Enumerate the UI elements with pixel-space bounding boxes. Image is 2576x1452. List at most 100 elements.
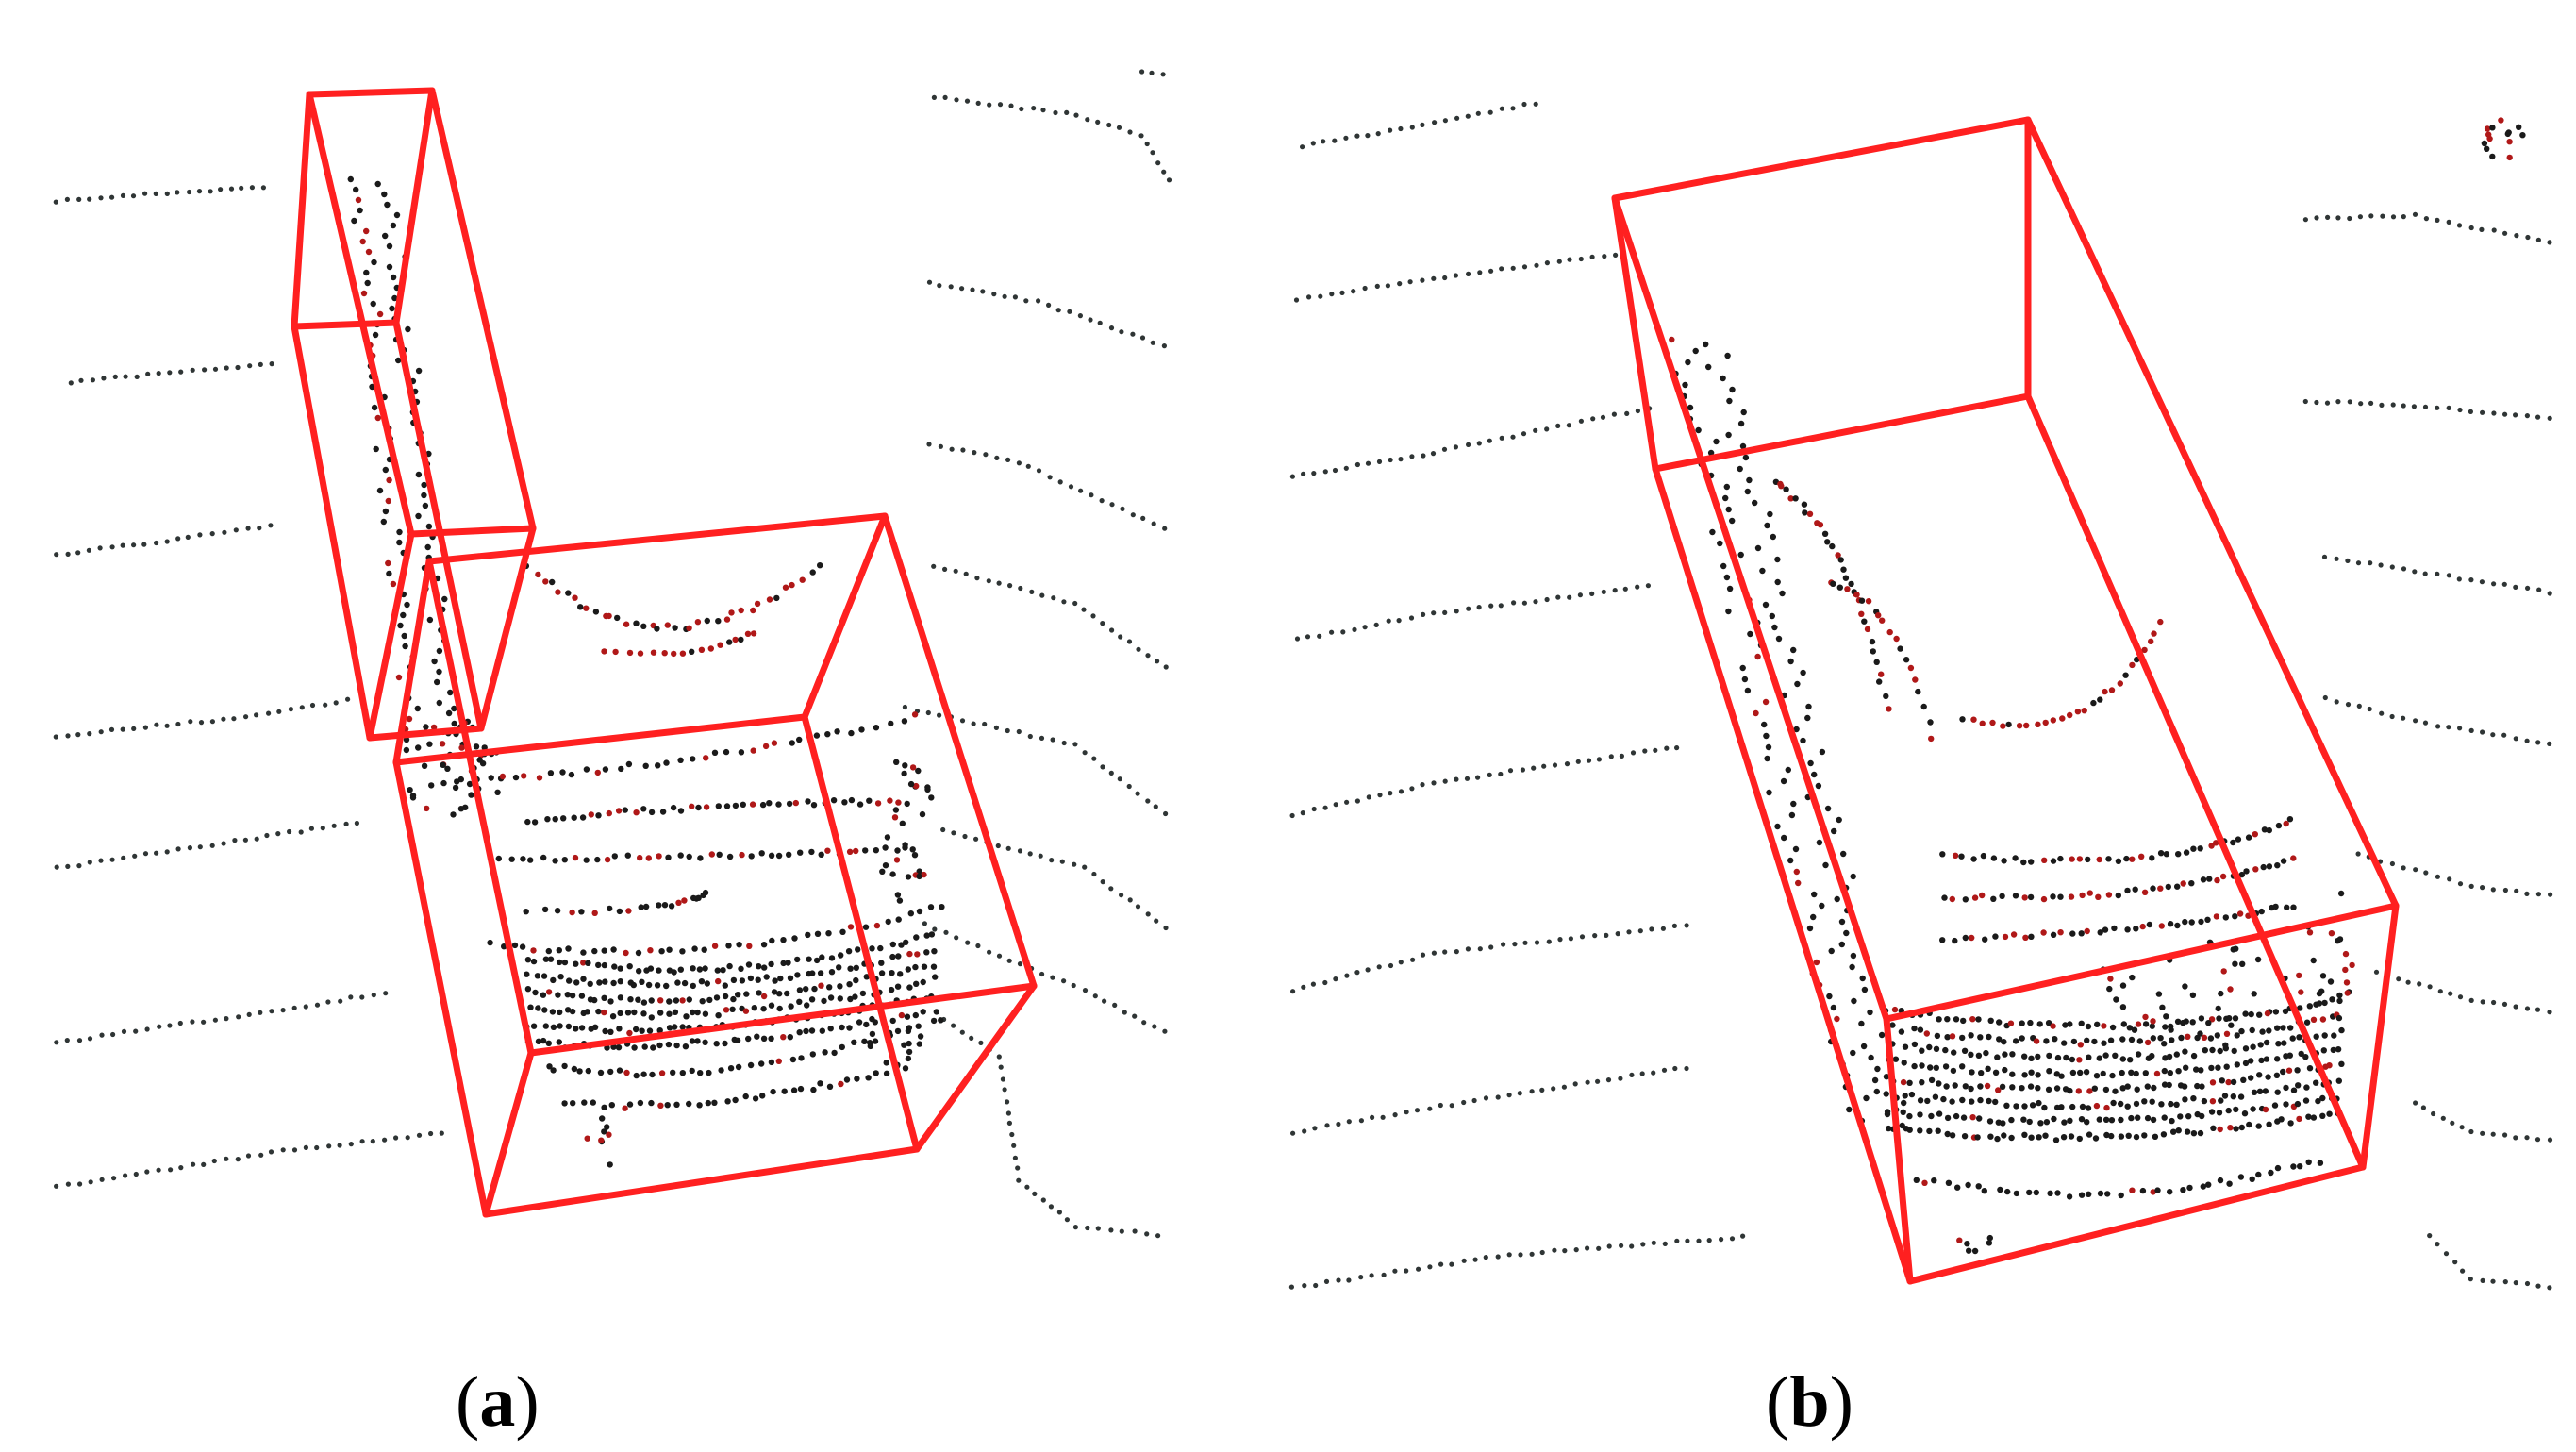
scan-point [133,1171,139,1177]
object-point [837,983,843,990]
object-point [939,904,945,910]
object-point [2052,1036,2058,1043]
object-point [701,946,707,953]
object-point [1763,732,1770,740]
scan-point [1685,1238,1690,1243]
object-point [2168,1026,2174,1033]
scan-point [1521,101,1527,108]
object-point [2316,1000,2323,1007]
scan-point [1618,1076,1623,1081]
object-point [928,931,936,938]
object-point [2294,1067,2301,1074]
scan-point [1333,976,1338,982]
object-point [766,800,773,807]
object-point [541,906,549,913]
object-point [771,740,778,746]
scan-point [2480,885,2485,891]
object-point [571,814,577,821]
object-point [2248,1010,2254,1018]
object-point [703,755,709,761]
object-point [720,967,726,974]
object-point [1945,1179,1953,1187]
object-point [601,1128,607,1135]
object-point [1778,483,1785,490]
scan-point [2422,404,2429,409]
object-point [1960,1114,1968,1121]
object-point [732,636,739,643]
scan-point [188,719,193,725]
scan-point [1095,119,1101,125]
object-point [2297,1163,2303,1170]
scan-point [88,1179,93,1185]
object-point [2084,927,2090,935]
object-point [434,678,440,686]
object-point [938,1017,944,1024]
scan-point [54,552,59,558]
scan-point [1564,761,1571,767]
object-point [2002,933,2009,941]
object-point [2077,1069,2084,1076]
scan-point [1289,474,1295,479]
scan-point [1006,958,1012,963]
box-b1-top-edge [1611,116,2032,202]
object-point [1964,1241,1970,1247]
object-point [2076,856,2084,862]
scan-point [1362,285,1368,292]
scan-point [333,700,339,706]
object-point [487,939,493,946]
object-point [2020,859,2027,866]
object-point [1971,1247,1979,1255]
object-point [2112,1052,2119,1060]
scan-point [343,821,349,827]
scan-point [2390,402,2396,408]
object-point [2078,930,2085,937]
object-point [1709,528,1716,536]
scan-point [926,279,933,285]
object-point [2040,895,2048,903]
object-point [396,539,403,546]
object-point [426,616,434,624]
object-point [2246,1121,2252,1128]
scan-point [1091,871,1097,877]
object-point [1889,1022,1896,1028]
object-point [2242,1045,2250,1052]
scan-point [275,831,281,837]
scan-point [1533,101,1538,107]
object-point [920,1009,926,1015]
object-point [2342,950,2350,958]
scan-point [1483,1255,1488,1260]
object-point [1874,1065,1881,1073]
object-point [722,982,728,989]
scan-point [2502,1132,2508,1138]
object-point [905,1055,912,1062]
object-point [2096,1055,2102,1061]
scan-point [1477,946,1483,952]
object-point [657,1010,664,1016]
object-point [1861,986,1869,993]
scan-point [1453,273,1458,278]
object-point [2180,1187,2186,1193]
scan-point [1421,611,1426,618]
object-point [524,957,532,963]
scan-point [1127,897,1133,903]
object-point [2149,1098,2155,1105]
object-point [373,445,379,453]
object-point [1994,1054,2001,1060]
scan-point [98,195,104,201]
object-point [2103,1104,2110,1111]
scan-point [1421,453,1426,459]
scan-point [2547,1285,2552,1291]
scan-point [153,191,158,196]
object-point [887,797,893,804]
object-point [626,962,633,970]
object-point [1817,522,1824,528]
object-point [1744,687,1752,694]
scan-point [1018,585,1023,592]
object-point [545,989,553,995]
object-point [771,989,778,995]
scan-point [120,726,125,732]
object-point [2152,1133,2159,1141]
scan-point [1365,967,1371,973]
object-point [2028,1055,2035,1062]
object-point [617,994,624,1001]
